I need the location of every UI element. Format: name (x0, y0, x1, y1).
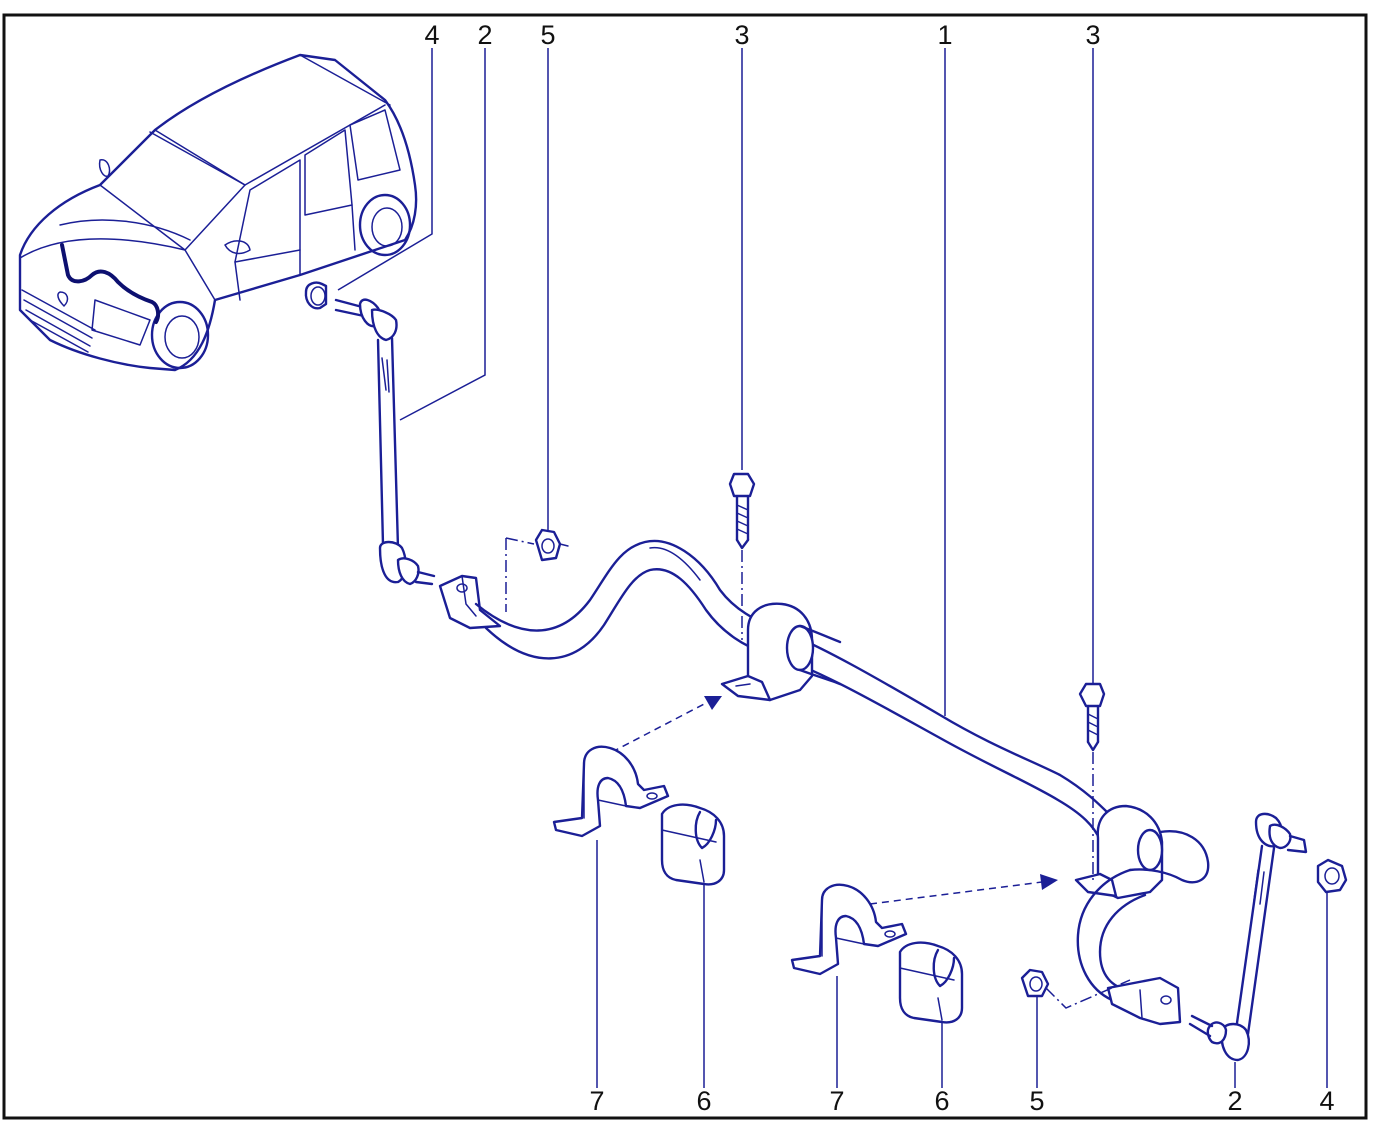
stabiliser-link-right (1188, 812, 1348, 1062)
car-illustration (18, 53, 418, 372)
bushing-6-mid (898, 941, 964, 1024)
callout-6-bottom-mid: 6 (934, 1086, 949, 1116)
callout-1-top: 1 (937, 20, 952, 50)
callout-6-bottom-left: 6 (696, 1086, 711, 1116)
callout-7-bottom-left: 7 (589, 1086, 604, 1116)
bolt-3-left (728, 472, 756, 550)
clamp-7-mid (790, 883, 908, 976)
bushing-6-left (660, 803, 726, 886)
callout-2-bottom-right: 2 (1227, 1086, 1242, 1116)
callout-5-top: 5 (540, 20, 555, 50)
stabiliser-link-left (304, 281, 436, 586)
alignment-line-nut-bottom (1045, 979, 1131, 1009)
nut-5-bottom (1020, 968, 1050, 998)
callout-7-bottom-mid: 7 (829, 1086, 844, 1116)
clamp-7-left (552, 745, 670, 838)
callout-3-top-right: 3 (1085, 20, 1100, 50)
stabiliser-bar (438, 539, 1210, 1026)
callout-4-top-left: 4 (424, 20, 439, 50)
callout-3-top-left: 3 (734, 20, 749, 50)
leader-lines (337, 48, 1328, 1088)
callout-4-bottom-right: 4 (1319, 1086, 1334, 1116)
callout-2-top-left: 2 (477, 20, 492, 50)
nut-5-top (534, 528, 569, 562)
alignment-line-left-horizontal (505, 537, 535, 545)
frame-border (2, 13, 1368, 1120)
callout-5-bottom: 5 (1029, 1086, 1044, 1116)
callout-numbers: 4 2 5 3 1 3 7 6 7 6 5 2 4 (424, 20, 1334, 1116)
bolt-3-right (1078, 682, 1106, 752)
assembly-arrows (611, 696, 1058, 905)
